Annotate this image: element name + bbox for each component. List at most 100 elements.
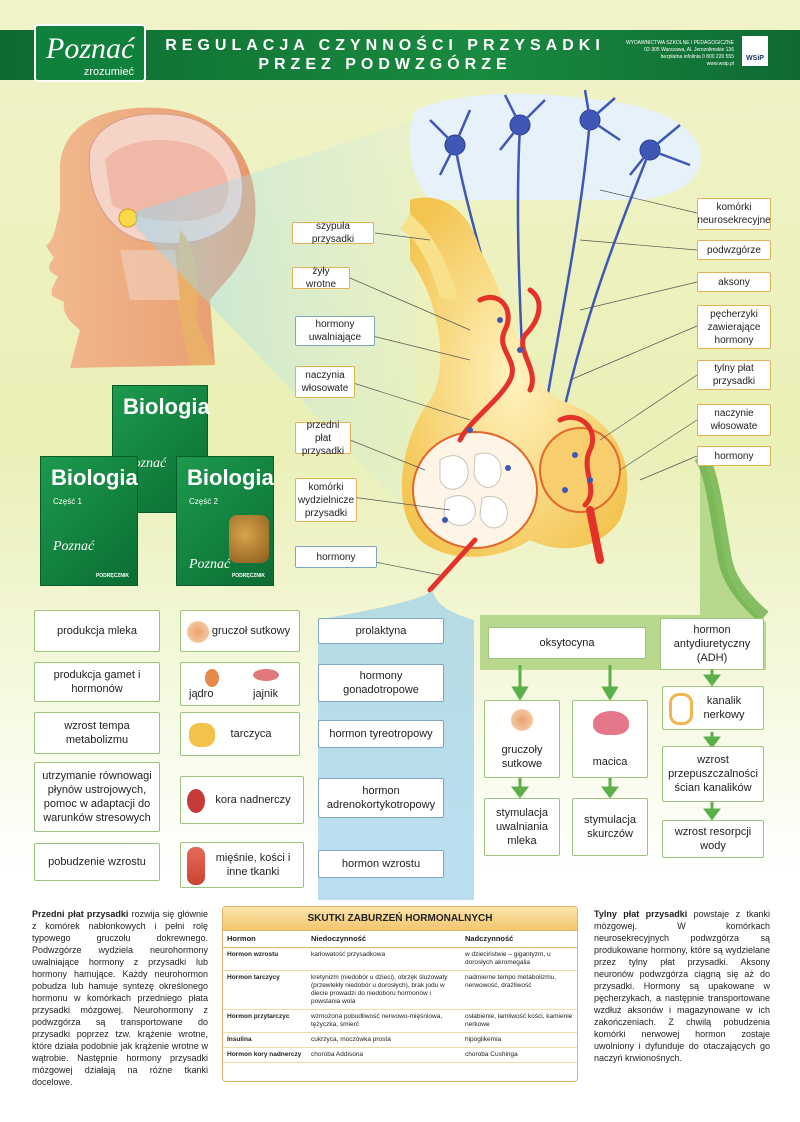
uterus-icon: [593, 711, 629, 735]
publisher-url: www.wsip.pl: [706, 61, 734, 67]
label-naczynia-wlosowate: naczynia włosowate: [295, 366, 355, 398]
effect-resorpcja-wody: wzrost resorpcji wody: [662, 820, 764, 858]
nephron-icon: [669, 693, 693, 725]
paragraph-anterior-heading: Przedni płat przysadki: [32, 909, 129, 919]
table-cell: Hormon przytarczyc: [223, 1009, 307, 1033]
posterior-flow-funnel: [480, 456, 766, 670]
thyroid-icon: [189, 723, 215, 747]
hormone-prolaktyna: prolaktyna: [318, 618, 444, 644]
testis-icon: [205, 669, 219, 687]
target-gruczol-sutkowy: gruczoł sutkowy: [180, 610, 300, 652]
label-hormony-right: hormony: [697, 446, 771, 466]
disorders-table: SKUTKI ZABURZEŃ HORMONALNYCH Hormon Nied…: [222, 906, 578, 1082]
table-cell: choroba Cushinga: [461, 1047, 577, 1063]
paragraph-anterior: Przedni płat przysadki rozwija się główn…: [32, 908, 208, 1088]
effect-produkcja-gamet: produkcja gamet i hormonów: [34, 662, 160, 702]
effect-stymulacja-skurczow: stymulacja skurczów: [572, 798, 648, 856]
target-kora-nadnerczy: kora nadnerczy: [180, 776, 304, 824]
table-row: Hormon wzrostu karłowatość przysadkowa w…: [223, 947, 577, 971]
title-line-1: REGULACJA CZYNNOŚCI PRZYSADKI: [165, 37, 605, 54]
label-przedni-plat: przedni płat przysadki: [295, 420, 351, 457]
hormone-adrenokortykotropowy: hormon adrenokortykotropowy: [318, 778, 444, 818]
zoom-beam: [135, 120, 415, 520]
publisher-address: 02-305 Warszawa, Al. Jerozolimskie 136: [644, 47, 734, 53]
brand-badge: WSiP: [742, 36, 768, 66]
publisher-name: WYDAWNICTWA SZKOLNE I PEDAGOGICZNE: [626, 40, 734, 46]
table-cell: karłowatość przysadkowa: [307, 947, 461, 971]
label-hormony-uwalniajace: hormony uwalniające: [295, 316, 375, 346]
target-miesnie: mięśnie, kości i inne tkanki: [180, 842, 304, 888]
paragraph-posterior-heading: Tylny płat przysadki: [594, 909, 688, 919]
table-row: Insulina cukrzyca, moczówka prosta hipog…: [223, 1032, 577, 1048]
hormone-tyreotropowy: hormon tyreotropowy: [318, 720, 444, 748]
logo-sub: zrozumieć: [83, 66, 134, 78]
table-cell: w dzieciństwie – gigantyzm, u dorosłych …: [461, 947, 577, 971]
hormone-adh: hormon antydiuretyczny (ADH): [660, 618, 764, 670]
target-tarczyca: tarczyca: [180, 712, 300, 756]
table-header: Niedoczynność: [307, 931, 461, 948]
leopard-image-icon: [229, 515, 269, 563]
target-label: gruczoły sutkowe: [501, 744, 543, 770]
effect-wzrost-metabolizmu: wzrost tempa metabolizmu: [34, 712, 160, 754]
effect-przepuszczalnosc: wzrost przepuszczalności ścian kanalików: [662, 746, 764, 802]
book-part: Część 2: [189, 497, 218, 506]
table-cell: cukrzyca, moczówka prosta: [307, 1032, 461, 1048]
kidney-icon: [187, 789, 205, 813]
table-header: Hormon: [223, 931, 307, 948]
target-label: tarczyca: [230, 728, 272, 740]
book-cover-part1: Biologia Część 1 Poznać PODRĘCZNIK: [40, 456, 138, 586]
target-label: gruczoł sutkowy: [211, 625, 291, 637]
ovary-icon: [253, 669, 279, 681]
effect-pobudzenie-wzrostu: pobudzenie wzrostu: [34, 843, 160, 881]
label-pecherzyki: pęcherzyki zawierające hormony: [697, 305, 771, 349]
breast-icon: [511, 709, 533, 731]
publisher-info: WYDAWNICTWA SZKOLNE I PEDAGOGICZNE 02-30…: [610, 40, 734, 68]
table-cell: Hormon wzrostu: [223, 947, 307, 971]
label-podwzgorze: podwzgórze: [697, 240, 771, 260]
book-footer: PODRĘCZNIK: [231, 573, 265, 579]
table-row: Hormon tarczycy kretynizm (niedobór u dz…: [223, 970, 577, 1010]
title-line-2: PRZEZ PODWZGÓRZE: [258, 56, 512, 73]
table-cell: nadmierne tempo metabolizmu, nerwowość, …: [461, 970, 577, 1010]
book-series: Poznać: [189, 557, 231, 572]
label-leaders: [347, 189, 698, 576]
logo-main: Poznać: [46, 32, 135, 65]
target-label-jadro: jądro: [189, 688, 214, 700]
target-kanalik-nerkowy: kanalik nerkowy: [662, 686, 764, 730]
book-title: Biologia: [123, 394, 210, 419]
target-label: macica: [592, 756, 628, 768]
table-cell: Hormon kory nadnerczy: [223, 1047, 307, 1063]
table-row: Hormon przytarczyc wzmożona pobudliwość …: [223, 1009, 577, 1033]
target-macica: macica: [572, 700, 648, 778]
label-aksony: aksony: [697, 272, 771, 292]
label-szypula: szypuła przysadki: [292, 221, 374, 245]
paragraph-posterior: Tylny płat przysadki powstaje z tkanki m…: [594, 908, 770, 1064]
target-label: kanalik nerkowy: [703, 695, 745, 721]
label-hormony-left: hormony: [295, 546, 377, 568]
book-footer: PODRĘCZNIK: [95, 573, 129, 579]
label-komorki-wydzielnicze: komórki wydzielnicze przysadki: [295, 478, 357, 522]
effect-produkcja-mleka: produkcja mleka: [34, 610, 160, 652]
label-zyly-wrotne: żyły wrotne: [292, 266, 350, 290]
book-series: Poznać: [53, 539, 95, 554]
target-label: kora nadnerczy: [215, 794, 291, 806]
table-cell: choroba Addisona: [307, 1047, 461, 1063]
target-label-jajnik: jajnik: [253, 688, 279, 700]
table-grid: Hormon Niedoczynność Nadczynność Hormon …: [223, 931, 577, 1063]
table-row: Hormon kory nadnerczy choroba Addisona c…: [223, 1047, 577, 1063]
book-title: Biologia: [187, 465, 274, 490]
page-title: REGULACJA CZYNNOŚCI PRZYSADKI PRZEZ PODW…: [150, 36, 620, 74]
hormone-oksytocyna: oksytocyna: [488, 627, 646, 659]
publisher-phone: bezpłatna infolinia 0 800 220 555: [660, 54, 734, 60]
effect-rownowaga-plynow: utrzymanie równowagi płynów ustrojowych,…: [34, 762, 160, 832]
paragraph-posterior-body: powstaje z tkanki mózgowej. W komórkach …: [594, 909, 770, 1063]
book-cover-part2: Biologia Część 2 Poznać PODRĘCZNIK: [176, 456, 274, 586]
table-cell: Insulina: [223, 1032, 307, 1048]
muscle-icon: [187, 847, 205, 885]
table-title: SKUTKI ZABURZEŃ HORMONALNYCH: [223, 907, 577, 931]
target-gruczoly-sutkowe: gruczoły sutkowe: [484, 700, 560, 778]
table-header: Nadczynność: [461, 931, 577, 948]
book-title: Biologia: [51, 465, 138, 490]
target-label: mięśnie, kości i inne tkanki: [215, 852, 291, 878]
